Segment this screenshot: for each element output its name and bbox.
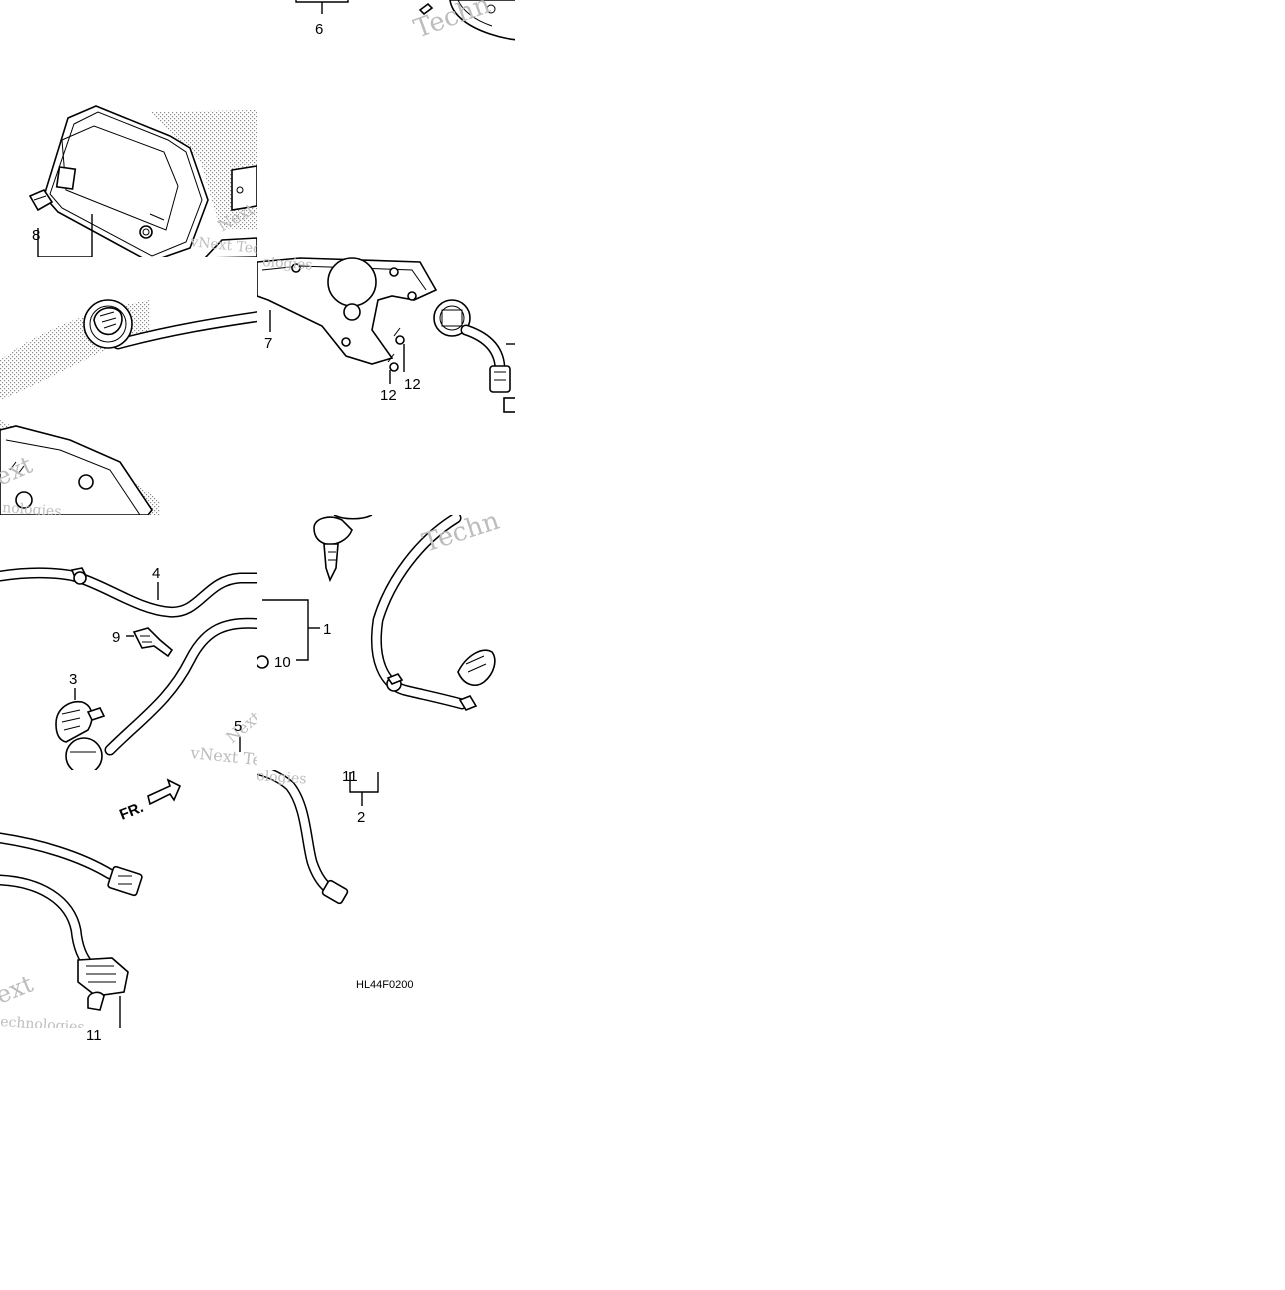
cable-tile: ologies: [256, 768, 379, 905]
watermark-text: vNext Tec: [189, 234, 262, 257]
watermark-text: ologies: [256, 768, 307, 787]
callout-5: 5: [234, 718, 242, 735]
callout-7: 7: [264, 335, 272, 352]
watermark-text: vNext Tec: [189, 743, 272, 770]
top-strip: Techn: [295, 0, 515, 45]
callout-10: 10: [274, 654, 291, 671]
callout-9: 9: [112, 629, 120, 646]
watermark-text: Next: [222, 707, 264, 747]
switch-tile: ext nologies: [0, 299, 257, 520]
callout-3: 3: [69, 671, 77, 688]
watermark-text: echnologies: [0, 1014, 85, 1036]
callout-12-b: 12: [380, 387, 397, 404]
diagram-code: HL44F0200: [356, 979, 414, 991]
callout-4: 4: [152, 565, 160, 582]
watermark-text: nologies: [2, 500, 62, 520]
callout-12-a: 12: [404, 376, 421, 393]
key-tile: Techn: [257, 506, 503, 711]
callout-2: 2: [357, 809, 365, 826]
callout-11-b: 11: [86, 1027, 102, 1044]
meter-tile: vNext Tec Next: [28, 105, 262, 257]
connector-tile: FR. ext echnologies: [0, 778, 182, 1036]
watermark-text: ologies: [262, 254, 313, 273]
harness-tile: vNext Tec Next: [0, 567, 272, 770]
bracket-tile: ologies: [257, 254, 515, 413]
callout-11: 11: [342, 768, 358, 785]
callout-8: 8: [32, 227, 40, 244]
watermark-text: ext: [0, 969, 37, 1009]
callout-1: 1: [323, 621, 331, 638]
watermark-text: Techn: [419, 506, 503, 559]
callout-6: 6: [315, 21, 323, 38]
direction-label: FR.: [117, 799, 146, 824]
